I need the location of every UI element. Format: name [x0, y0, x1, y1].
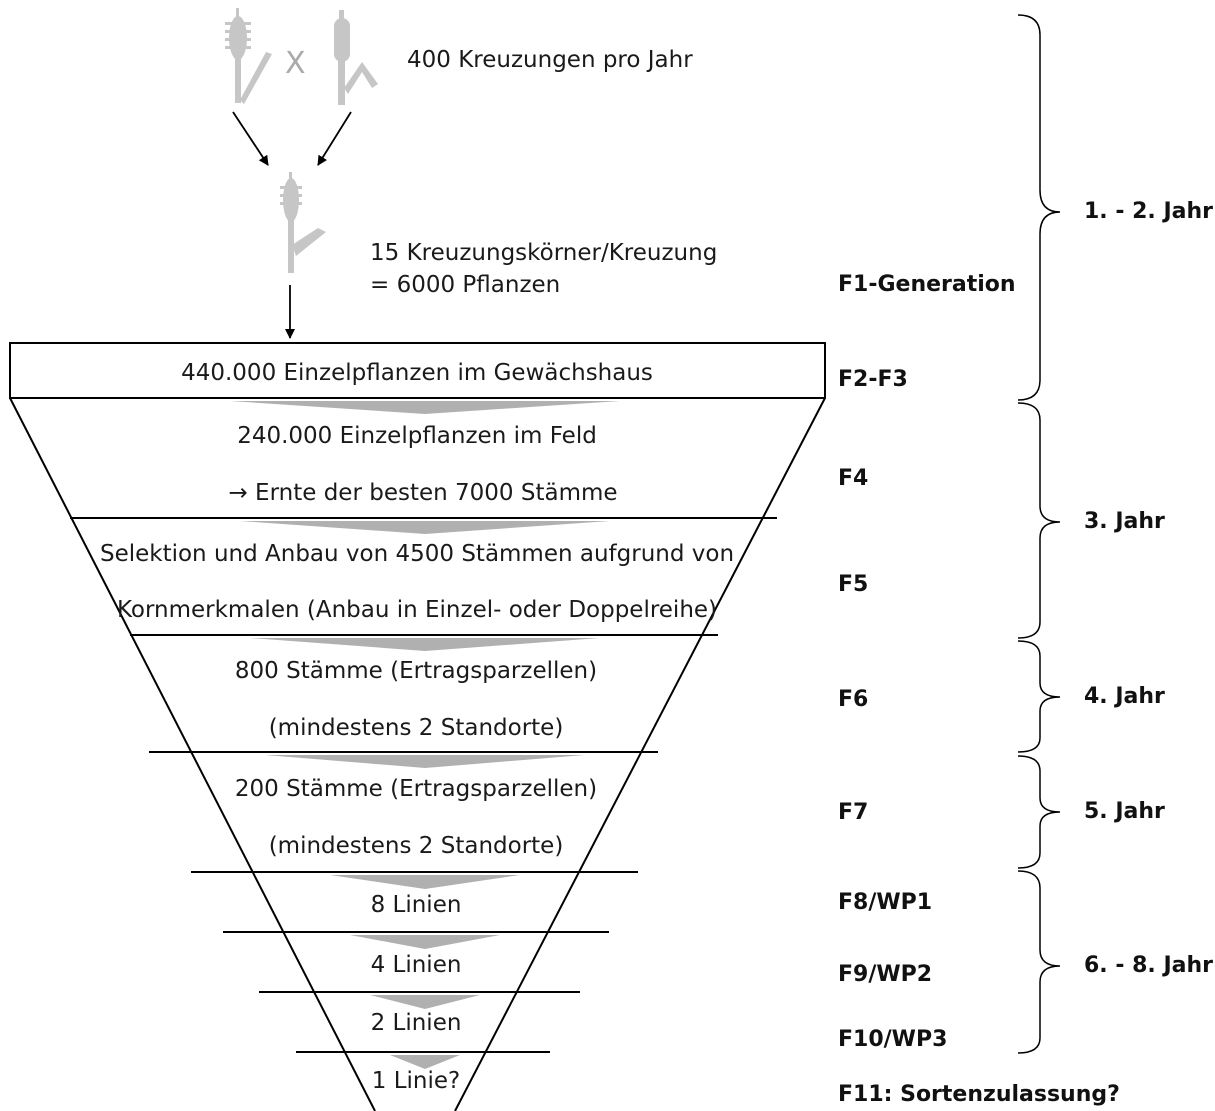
seeds-per-cross-label: 15 Kreuzungskörner/Kreuzung [370, 240, 718, 266]
selection-wedge [265, 755, 585, 768]
year-label: 5. Jahr [1084, 799, 1165, 824]
generation-label: F5 [838, 572, 869, 597]
generation-label: F1-Generation [838, 272, 1016, 297]
generation-label: F6 [838, 687, 869, 712]
selection-wedge [240, 521, 610, 534]
year-label: 1. - 2. Jahr [1084, 199, 1213, 224]
year-brace [1017, 870, 1061, 1054]
selection-wedge [250, 638, 600, 651]
funnel-row-label: 8 Linien [370, 892, 462, 918]
selection-wedge [330, 875, 520, 889]
funnel-row-label: 800 Stämme (Ertragsparzellen) [234, 658, 598, 684]
funnel-row-label: Kornmerkmalen (Anbau in Einzel- oder Dop… [116, 597, 718, 623]
year-brace [1017, 14, 1061, 401]
funnel-row-label: 440.000 Einzelpflanzen im Gewächshaus [181, 360, 653, 386]
selection-wedge [230, 401, 620, 414]
arrow-parent1-to-f1 [232, 111, 269, 166]
arrow-parent2-to-f1 [317, 111, 352, 166]
funnel-row-label: 4 Linien [370, 952, 462, 978]
cross-symbol: X [285, 46, 306, 81]
funnel-row-label: 240.000 Einzelpflanzen im Feld [237, 423, 597, 449]
year-label: 6. - 8. Jahr [1084, 953, 1213, 978]
year-brace [1017, 640, 1061, 753]
funnel-row-label: 200 Stämme (Ertragsparzellen) [234, 776, 598, 802]
funnel-row-label: 2 Linien [370, 1010, 462, 1036]
wheat-plant-icon [225, 8, 272, 104]
funnel-row-label: (mindestens 2 Standorte) [268, 715, 564, 741]
year-brace [1017, 755, 1061, 869]
generation-label: F8/WP1 [838, 890, 933, 915]
grain-plant-icon [334, 10, 378, 105]
generation-label: F10/WP3 [838, 1027, 948, 1052]
generation-label: F4 [838, 466, 869, 491]
year-label: 3. Jahr [1084, 509, 1165, 534]
funnel-row-label: 1 Linie? [371, 1068, 461, 1094]
plants-total-label: = 6000 Pflanzen [370, 272, 561, 298]
funnel-row-label: Selektion und Anbau von 4500 Stämmen auf… [99, 541, 735, 567]
selection-wedge [370, 995, 480, 1009]
selection-wedge [390, 1055, 460, 1069]
greenhouse-box [9, 342, 826, 399]
funnel-row-label: (mindestens 2 Standorte) [268, 833, 564, 859]
crossings-per-year-label: 400 Kreuzungen pro Jahr [407, 47, 693, 73]
release-label: F11: Sortenzulassung? [838, 1082, 1120, 1107]
generation-label: F2-F3 [838, 367, 908, 392]
selection-wedge [350, 935, 500, 949]
hybrid-plant-icon [280, 172, 326, 273]
year-brace [1017, 402, 1061, 639]
generation-label: F7 [838, 800, 869, 825]
generation-label: F9/WP2 [838, 962, 933, 987]
year-label: 4. Jahr [1084, 684, 1165, 709]
funnel-row-label: → Ernte der besten 7000 Stämme [228, 480, 618, 506]
